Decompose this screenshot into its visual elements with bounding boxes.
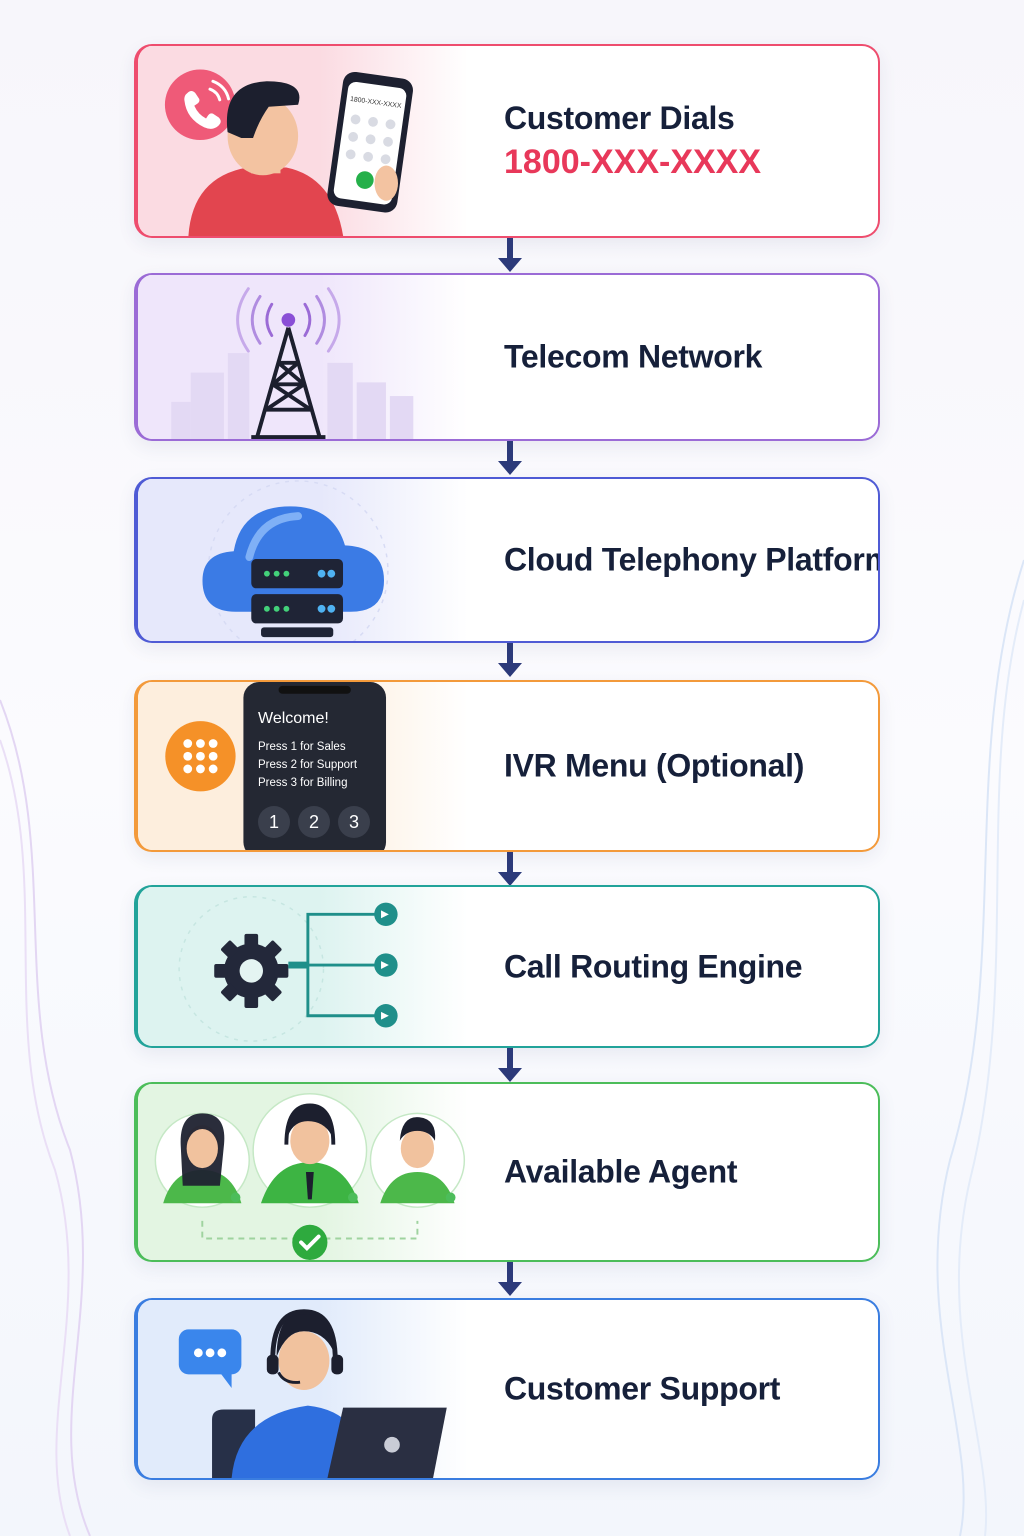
step-call-routing-engine: Call Routing Engine [134,885,880,1048]
ivr-key[interactable]: 3 [338,806,370,838]
cloud-server-icon [202,480,389,641]
ivr-key[interactable]: 2 [298,806,330,838]
step-title: Call Routing Engine [504,948,803,984]
step-telecom-network: Telecom Network [134,273,880,441]
step-illustration [138,479,468,641]
ivr-screen: Welcome! Press 1 for Sales Press 2 for S… [258,710,378,838]
step-illustration [138,1300,468,1478]
step-cloud-telephony-platform: Cloud Telephony Platform [134,477,880,643]
ivr-option: Press 3 for Billing [258,777,348,789]
step-illustration [138,275,468,439]
support-agent-icon [178,1309,447,1478]
step-illustration: 1800-XXX-XXXX [138,46,468,236]
flow-arrow [498,238,522,272]
flow-arrow [498,643,522,677]
ivr-key[interactable]: 1 [258,806,290,838]
step-title: Telecom Network [504,338,763,375]
flow-arrow [498,441,522,475]
step-illustration [138,1084,468,1260]
phone-call-icon: 1800-XXX-XXXX [164,69,413,236]
step-title: Cloud Telephony Platform [504,541,880,578]
step-title: Available Agent [504,1153,738,1190]
flow-arrow [498,852,522,886]
step-customer-dials: 1800-XXX-XXXX Customer Dials 1800-XXX-XX… [134,44,880,238]
cell-tower-icon [171,287,414,439]
flow-arrow [498,1262,522,1296]
flow-arrow [498,1048,522,1082]
ivr-option: Press 2 for Support [258,759,358,771]
gear-routing-icon [178,896,398,1042]
step-available-agent: Available Agent [134,1082,880,1262]
ivr-option: Press 1 for Sales [258,741,346,753]
ivr-welcome: Welcome! [258,710,329,727]
step-title: Customer Support [504,1370,781,1407]
step-title: Customer Dials 1800-XXX-XXXX [504,100,868,182]
step-illustration: Welcome! Press 1 for Sales Press 2 for S… [138,682,468,850]
step-ivr-menu: Welcome! Press 1 for Sales Press 2 for S… [134,680,880,852]
dialed-number: 1800-XXX-XXXX [504,143,762,181]
step-customer-support: Customer Support [134,1298,880,1480]
step-title: IVR Menu (Optional) [504,747,805,784]
step-title-text: Customer Dials [504,100,735,136]
step-illustration [138,887,468,1046]
agents-icon [154,1093,466,1260]
